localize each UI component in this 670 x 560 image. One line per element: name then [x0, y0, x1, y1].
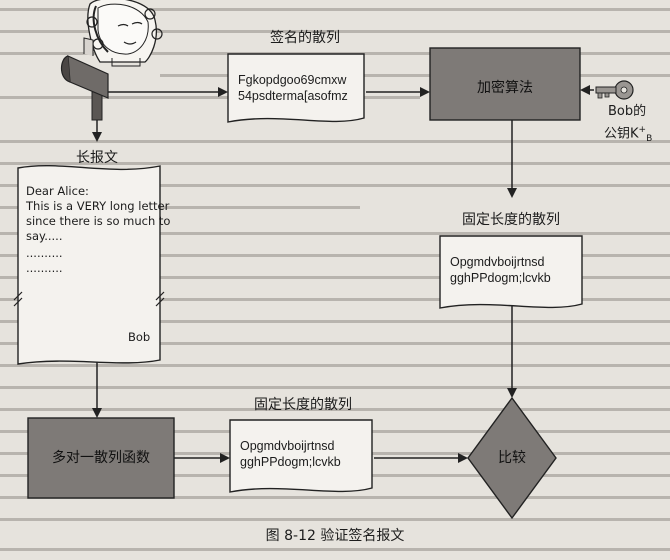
fixed-hash-top-text: Opgmdvboijrtnsd gghPPdogm;lcvkb [450, 254, 580, 286]
fixed-hash-top-line-1: Opgmdvboijrtnsd [450, 255, 545, 269]
key-icon [595, 80, 634, 100]
fixed-hash-bottom-line-1: Opgmdvboijrtnsd [240, 439, 335, 453]
letter-line-3: since there is so much to [26, 214, 171, 228]
figure-caption: 图 8-12 验证签名报文 [265, 528, 405, 544]
bob-key-label-line1: Bob的 [608, 104, 647, 119]
letter-signature: Bob [128, 330, 151, 344]
hash-function-box [27, 417, 175, 499]
bob-key-sub: B [646, 133, 653, 144]
long-message-letter [13, 164, 165, 365]
fixed-hash-top-line-2: gghPPdogm;lcvkb [450, 271, 551, 285]
bob-key-text: 公钥K [604, 126, 639, 142]
encrypt-algorithm-label: 加密算法 [477, 80, 533, 96]
letter-line-1: Dear Alice: [26, 184, 89, 198]
fixed-hash-bottom-text: Opgmdvboijrtnsd gghPPdogm;lcvkb [240, 438, 370, 470]
letter-line-4: say..... [26, 229, 63, 243]
signed-hash-line-2: 54psdterma[asofmz [238, 89, 348, 103]
letter-body: Dear Alice: This is a VERY long letter s… [26, 184, 171, 276]
signed-hash-label: 签名的散列 [270, 30, 340, 46]
compare-label: 比较 [498, 450, 526, 466]
signed-hash-box [227, 53, 365, 123]
long-message-label: 长报文 [76, 150, 118, 166]
letter-line-5: .......... [26, 246, 63, 260]
mailbox-icon [60, 37, 109, 121]
signed-hash-line-1: Fgkopdgoo69cmxw [238, 73, 347, 87]
alice-avatar [86, 0, 163, 67]
bob-key-label-line2: 公钥K+B [604, 122, 652, 147]
hash-function-label: 多对一散列函数 [52, 450, 150, 466]
bob-key-sup: + [638, 125, 647, 135]
fixed-hash-bottom-line-2: gghPPdogm;lcvkb [240, 455, 341, 469]
fixed-hash-bottom-label: 固定长度的散列 [254, 397, 352, 413]
fixed-hash-top-box [439, 235, 583, 309]
fixed-hash-top-label: 固定长度的散列 [462, 212, 560, 228]
letter-line-2: This is a VERY long letter [26, 199, 170, 213]
letter-line-6: .......... [26, 261, 63, 275]
encrypt-algorithm-box [429, 47, 581, 121]
fixed-hash-bottom-box [229, 419, 373, 493]
signed-hash-text: Fgkopdgoo69cmxw 54psdterma[asofmz [238, 72, 364, 104]
compare-diamond [467, 396, 557, 520]
